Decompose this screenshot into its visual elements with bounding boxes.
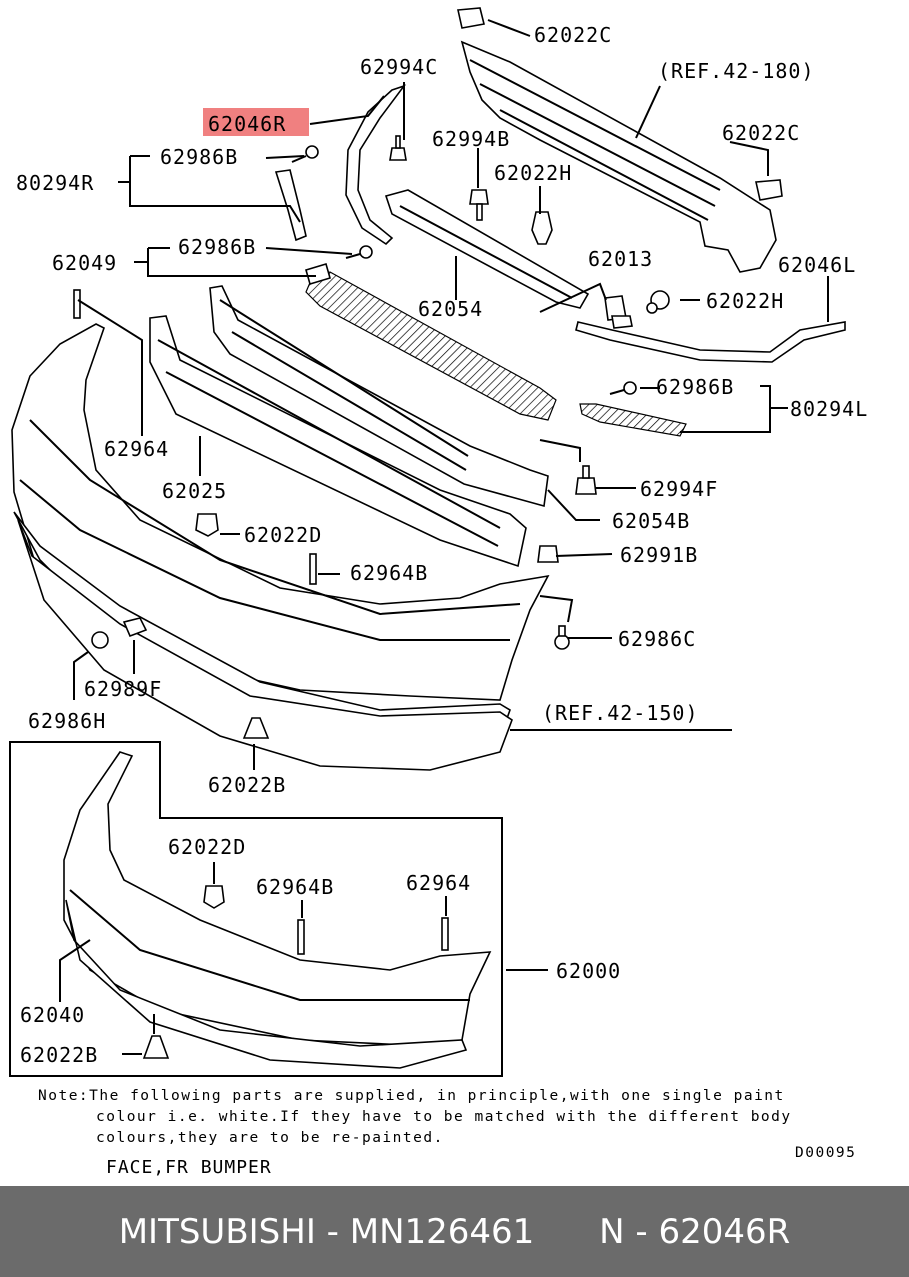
reinforcement-62054b [209, 285, 549, 508]
label-62054: 62054 [418, 297, 483, 321]
clip-62022h-upper [531, 211, 553, 245]
footer-brand-part: MITSUBISHI - MN126461 [118, 1211, 535, 1252]
clip-62022b-a [242, 717, 270, 739]
clip-62022d-a [195, 513, 219, 537]
bolt-62994c [389, 135, 407, 161]
label-62022b-a: 62022B [208, 773, 286, 797]
diagram-code: D00095 [795, 1145, 856, 1161]
nut-62989f [122, 617, 148, 638]
label-62986b-a: 62986B [160, 145, 238, 169]
note-block: Note:The following parts are supplied, i… [38, 1088, 856, 1178]
bracket-62046r [345, 84, 407, 246]
grille-62049 [305, 263, 557, 421]
label-62054b: 62054B [612, 509, 690, 533]
label-62986b-c: 62986B [656, 375, 734, 399]
bracket-62046l [575, 321, 846, 363]
part-labels: 62022C (REF.42-180) 62994C 62046R 62994B… [16, 23, 868, 1067]
bumper-face-main [11, 289, 550, 771]
screw-62986c [554, 625, 570, 650]
label-62964b-b: 62964B [256, 875, 334, 899]
diagram-caption: FACE,FR BUMPER [106, 1157, 272, 1178]
label-62022d-b: 62022D [168, 835, 246, 859]
label-80294l: 80294L [790, 397, 868, 421]
clip-62964b-a [309, 553, 317, 585]
highlight-62046r [203, 108, 309, 136]
screw-62986h [91, 631, 109, 649]
label-62046r: 62046R [208, 112, 286, 136]
label-62049: 62049 [52, 251, 117, 275]
screw-62986b-a [291, 145, 319, 163]
note-line-3: colours,they are to be re-painted. [96, 1130, 444, 1146]
label-62022b-b: 62022B [20, 1043, 98, 1067]
note-line-2: colour i.e. white.If they have to be mat… [96, 1109, 792, 1125]
label-62986c: 62986C [618, 627, 696, 651]
note-line-1: Note:The following parts are supplied, i… [38, 1088, 785, 1104]
label-62046l: 62046L [778, 253, 856, 277]
inset-assembly-box [9, 741, 548, 1077]
bracket-80294r [274, 169, 307, 242]
label-62986h: 62986H [28, 709, 106, 733]
bracket-80294l [579, 403, 687, 437]
clip-62022h [646, 290, 670, 314]
label-62994b: 62994B [432, 127, 510, 151]
label-ref-42-180: (REF.42-180) [658, 59, 815, 83]
label-62022d-a: 62022D [244, 523, 322, 547]
label-62022h-a: 62022H [494, 161, 572, 185]
label-ref-42-150: (REF.42-150) [542, 701, 699, 725]
label-62013: 62013 [588, 247, 653, 271]
label-62964b-a: 62964B [350, 561, 428, 585]
screw-62986b-b [345, 245, 373, 259]
label-62000: 62000 [556, 959, 621, 983]
label-62022h-b: 62022H [706, 289, 784, 313]
label-62986b-b: 62986B [178, 235, 256, 259]
clip-62013 [604, 295, 633, 329]
leader-lines [73, 19, 829, 770]
label-62989f: 62989F [84, 677, 162, 701]
label-80294r: 80294R [16, 171, 94, 195]
radiator-support-panel [457, 7, 783, 273]
label-62022c-top: 62022C [534, 23, 612, 47]
nut-62991b [537, 545, 559, 563]
absorber-62025 [149, 315, 527, 568]
part-info-footer: MITSUBISHI - MN126461 N - 62046R [0, 1186, 909, 1277]
footer-ref: N - 62046R [599, 1211, 791, 1252]
absorber-62054 [384, 189, 590, 309]
screw-62986b-c [609, 381, 637, 395]
label-62994c: 62994C [360, 55, 438, 79]
label-62991b: 62991B [620, 543, 698, 567]
label-62025: 62025 [162, 479, 227, 503]
label-62022c-right: 62022C [722, 121, 800, 145]
label-62994f: 62994F [640, 477, 718, 501]
label-62964-b: 62964 [406, 871, 471, 895]
label-62964-a: 62964 [104, 437, 169, 461]
bolt-62994f [575, 465, 597, 495]
bolt-62994b [469, 189, 489, 221]
label-62040: 62040 [20, 1003, 85, 1027]
parts-diagram: 62022C (REF.42-180) 62994C 62046R 62994B… [9, 7, 868, 1178]
